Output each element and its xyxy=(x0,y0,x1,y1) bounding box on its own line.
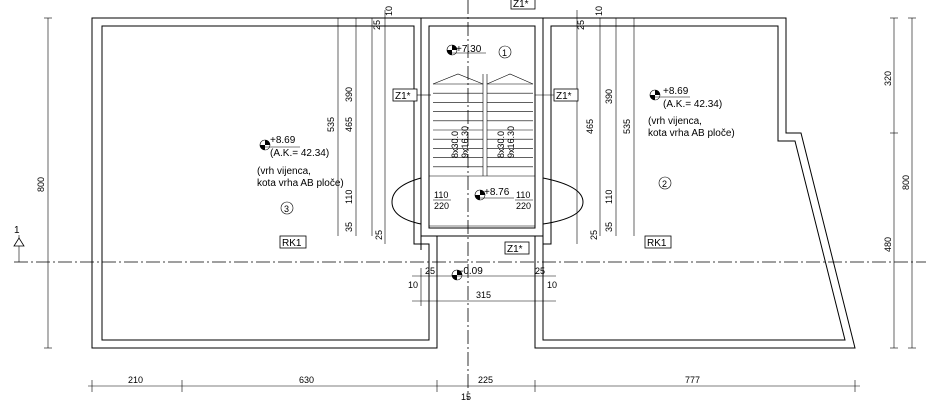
room-3: 3 xyxy=(280,201,294,215)
dim-bottom-225: 225 xyxy=(478,375,493,385)
landing-left-110: 110 xyxy=(434,190,448,200)
dim-top-10b: 10 xyxy=(594,6,604,16)
dim-bottom-777: 777 xyxy=(685,375,700,385)
left-outer-dims: 800 xyxy=(36,17,52,349)
note-right-line1: (vrh vijenca, xyxy=(648,116,702,127)
dim-right-800: 800 xyxy=(901,175,911,190)
section-bottom-cut: 15 xyxy=(461,392,471,400)
dim-bottom-210: 210 xyxy=(128,375,143,385)
tag-rk1-left: RK1 xyxy=(279,235,307,249)
dim-top-25a: 25 xyxy=(372,20,382,30)
stair-opening-dims: 10 25 25 10 315 xyxy=(408,266,557,306)
flight-left-treads: 8x30.0 xyxy=(450,131,460,158)
room-2-number: 2 xyxy=(662,179,667,189)
level-left-roof: +8.69 (A.K.= 42.34) (vrh vijenca, kota v… xyxy=(257,135,344,189)
level-stair-top-value: +7.30 xyxy=(456,44,482,55)
ak-left: (A.K.= 42.34) xyxy=(270,148,329,159)
dim-stair-10b: 10 xyxy=(547,280,557,290)
landing-right-110: 110 xyxy=(516,190,530,200)
level-left-roof-value: +8.69 xyxy=(270,135,296,146)
level-ground: -0.09 xyxy=(451,266,483,281)
dim-right-320: 320 xyxy=(883,71,893,86)
dim-stair-25a: 25 xyxy=(425,266,435,276)
level-landing: +8.76 xyxy=(474,187,514,201)
dim-right-35: 35 xyxy=(604,222,614,232)
tag-z1-right-text: Z1* xyxy=(556,91,572,102)
dim-left-535: 535 xyxy=(326,117,336,132)
dim-stair-315: 315 xyxy=(476,290,491,300)
note-left-line2: kota vrha AB ploče) xyxy=(257,178,344,189)
dim-right-110: 110 xyxy=(604,190,614,204)
flight-left-risers: 9x16.30 xyxy=(460,126,470,158)
dim-left-total: 800 xyxy=(36,177,46,192)
right-outer-dims: 320 480 800 xyxy=(883,17,916,349)
dim-left-35: 35 xyxy=(344,222,354,232)
dim-top-10a: 10 xyxy=(384,6,394,16)
tag-z1-left: Z1* xyxy=(392,88,431,102)
tag-z1-right: Z1* xyxy=(535,88,579,102)
dim-stair-25b: 25 xyxy=(535,266,545,276)
tag-rk1-right: RK1 xyxy=(644,235,672,249)
level-right-roof-value: +8.69 xyxy=(663,86,689,97)
bottom-dims: 210 630 225 777 15 xyxy=(88,375,860,400)
room-2: 2 xyxy=(658,176,672,190)
landing-right-220: 220 xyxy=(516,201,531,211)
dim-right-390: 390 xyxy=(604,89,614,104)
left-inner-dims: 535 390 465 110 35 25 xyxy=(326,10,386,244)
level-ground-value: -0.09 xyxy=(460,266,483,277)
dim-right-480: 480 xyxy=(883,237,893,252)
dim-right-535: 535 xyxy=(622,119,632,134)
note-right-line2: kota vrha AB ploče) xyxy=(648,128,735,139)
dim-left-465: 465 xyxy=(344,117,354,132)
flight-right-treads: 8x30.0 xyxy=(496,131,506,158)
dim-right-465: 465 xyxy=(585,119,595,134)
dim-left-110: 110 xyxy=(344,190,354,204)
note-left-line1: (vrh vijenca, xyxy=(257,166,311,177)
landing-left-220: 220 xyxy=(434,201,449,211)
section-label: 1 xyxy=(14,225,20,236)
right-roof-outline xyxy=(534,17,856,349)
landing-left-label: 110 220 xyxy=(433,190,451,211)
tag-z1-left-text: Z1* xyxy=(395,91,411,102)
dim-stair-10a: 10 xyxy=(408,280,418,290)
dim-right-25: 25 xyxy=(589,230,599,240)
landing-right-label: 110 220 xyxy=(515,190,533,211)
room-3-number: 3 xyxy=(284,204,289,214)
tag-z1-bottom-text: Z1* xyxy=(507,244,523,255)
ak-right: (A.K.= 42.34) xyxy=(663,99,722,110)
tag-rk1-right-text: RK1 xyxy=(647,238,667,249)
top-small-dims: 25 10 25 10 xyxy=(372,6,604,30)
level-landing-value: +8.76 xyxy=(484,187,510,198)
level-stair-top: +7.30 xyxy=(446,44,486,56)
level-right-roof: +8.69 (A.K.= 42.34) (vrh vijenca, kota v… xyxy=(648,86,735,139)
dim-top-25b: 25 xyxy=(576,20,586,30)
stair-treads xyxy=(433,83,533,168)
right-inner-dims: 390 535 465 110 35 25 xyxy=(576,10,635,244)
dim-left-25: 25 xyxy=(374,230,384,240)
tag-z1-bottom: Z1* xyxy=(504,241,530,255)
room-1: 1 xyxy=(498,45,512,59)
dim-left-390: 390 xyxy=(344,87,354,102)
room-1-number: 1 xyxy=(502,48,507,58)
tag-rk1-left-text: RK1 xyxy=(282,238,302,249)
stair-core xyxy=(391,17,584,250)
tag-z1-top: Z1* xyxy=(510,0,536,10)
dim-bottom-630: 630 xyxy=(299,375,314,385)
section-marker: 1 xyxy=(13,225,25,262)
flight-right-risers: 9x16.30 xyxy=(506,126,516,158)
tag-z1-top-text: Z1* xyxy=(513,0,529,10)
